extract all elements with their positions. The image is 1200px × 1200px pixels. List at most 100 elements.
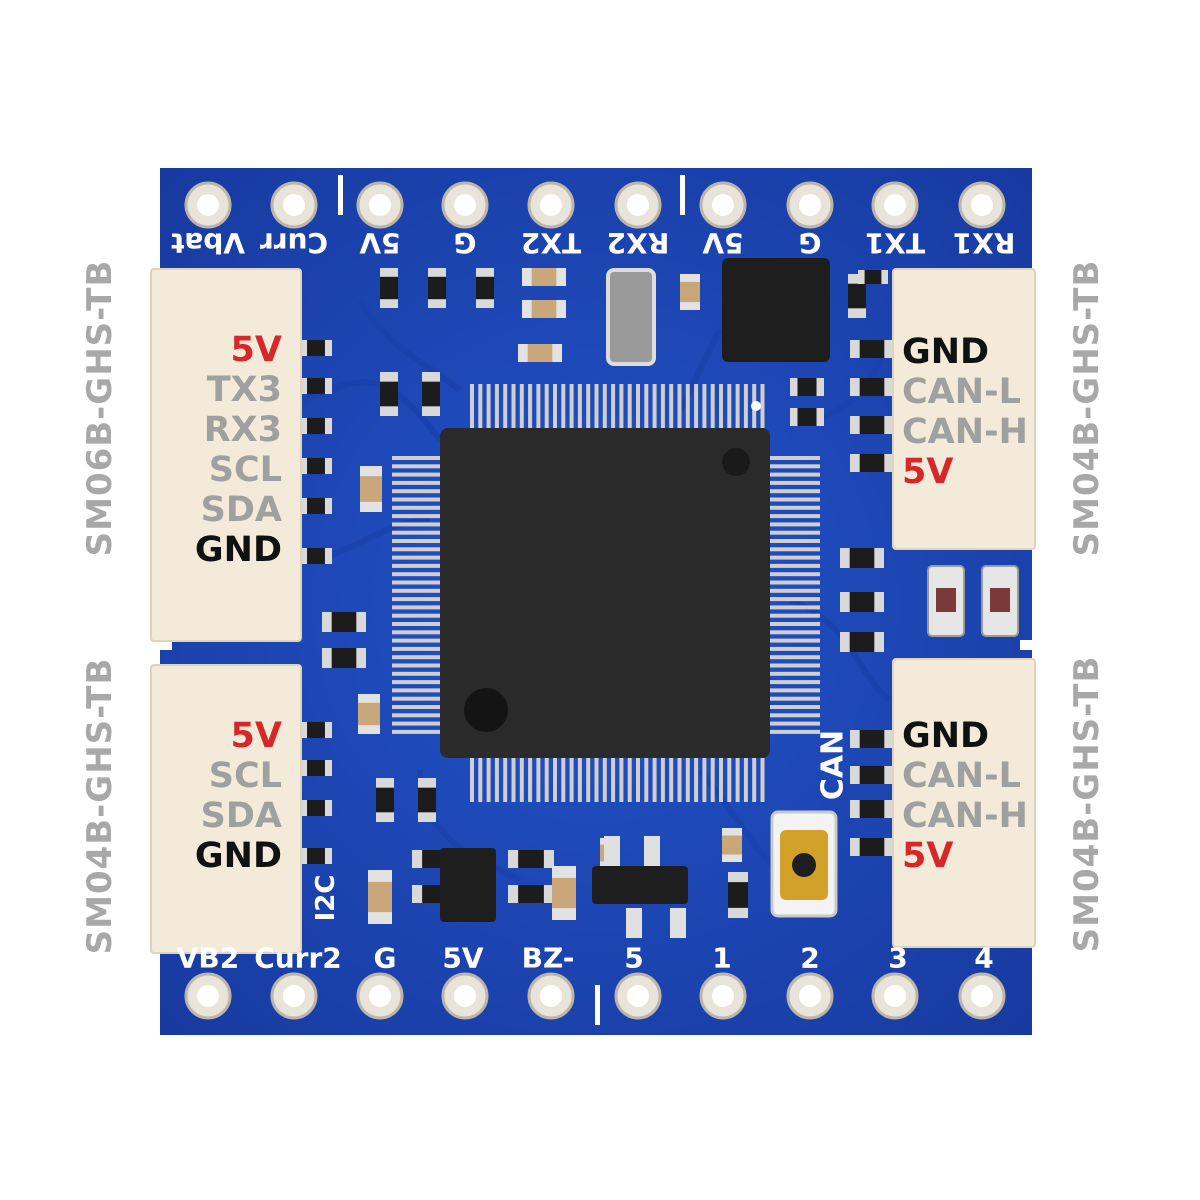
mcu-pin	[760, 758, 765, 802]
mcu-pin	[561, 384, 566, 428]
mcu-pin	[392, 514, 440, 519]
qfn-chip	[722, 258, 830, 362]
silk-divider	[680, 175, 685, 215]
smd-resistor	[840, 632, 884, 652]
smd-resistor	[850, 766, 894, 784]
mcu-body	[440, 428, 770, 758]
pin-label: GND	[902, 332, 990, 372]
smd-resistor	[300, 800, 332, 816]
mcu-pin	[392, 613, 440, 618]
header-hole	[627, 194, 649, 216]
mcu-pin	[544, 758, 549, 802]
mcu-pin	[770, 630, 820, 635]
pin-label: 5V	[902, 836, 954, 876]
pin-label: GND	[194, 530, 282, 570]
mcu-pin	[770, 622, 820, 626]
silk-bottom-0: VB2	[176, 941, 240, 975]
mcu-pin	[392, 505, 440, 510]
pin-label: SCL	[208, 756, 282, 796]
mcu-pin	[519, 758, 524, 802]
silk-top-6: 5V	[702, 226, 744, 260]
part-label-left-top: SM06B-GHS-TB	[80, 259, 120, 557]
crystal	[606, 268, 656, 366]
smd-resistor	[422, 372, 440, 416]
mcu-pin	[392, 663, 440, 668]
mcu-pin	[392, 729, 440, 734]
mcu-pin	[494, 384, 499, 428]
mcu-pin	[392, 630, 440, 635]
mcu-pin	[770, 464, 820, 469]
mcu-pin	[486, 758, 491, 802]
pin-label: CAN-H	[902, 796, 1028, 836]
header-hole	[712, 194, 734, 216]
mcu-pin	[770, 605, 820, 610]
mcu-pin	[660, 758, 665, 802]
mcu-pin	[392, 713, 440, 718]
header-hole	[540, 985, 562, 1007]
mcu-pin	[392, 472, 440, 477]
mcu-pin	[577, 758, 582, 802]
mcu-pin	[770, 563, 820, 568]
mcu-pin	[392, 696, 440, 701]
mcu-pin	[702, 758, 707, 802]
header-pads	[184, 181, 1006, 1020]
mcu-pin	[770, 588, 820, 593]
smd-capacitor	[552, 866, 576, 920]
mcu-pin	[392, 721, 440, 726]
mcu-pin	[392, 597, 440, 602]
part-label-left-bottom: SM04B-GHS-TB	[80, 657, 120, 955]
mcu-pin	[644, 758, 649, 802]
mcu-orientation-dot	[751, 401, 761, 411]
mcu-pin	[577, 384, 582, 428]
mcu-pin	[735, 758, 740, 802]
mcu-pin	[770, 646, 820, 651]
mcu-pin	[685, 758, 690, 802]
mcu-pin	[569, 758, 574, 802]
mcu-pin	[770, 522, 820, 527]
pin-label: GND	[902, 716, 990, 756]
smd-resistor	[790, 378, 824, 396]
mcu-pin	[710, 384, 715, 428]
mcu-pin	[392, 572, 440, 577]
smd-resistor	[300, 458, 332, 474]
mcu-pin	[770, 572, 820, 577]
mcu-pin	[770, 655, 820, 660]
smd-resistor	[300, 848, 332, 864]
smd-resistor	[508, 850, 554, 868]
mcu-pin	[770, 580, 820, 585]
mcu-pin	[503, 758, 508, 802]
mcu-pin	[392, 638, 440, 643]
smd-resistor	[380, 268, 398, 308]
smd-capacitor	[358, 694, 380, 734]
mcu-pin	[743, 384, 748, 428]
header-hole	[283, 194, 305, 216]
smd-resistor	[850, 340, 894, 358]
mcu-pin	[611, 758, 616, 802]
header-hole	[369, 985, 391, 1007]
smd-resistor	[428, 268, 446, 308]
mcu-pin	[770, 480, 820, 485]
mcu-pin	[392, 497, 440, 502]
part-label-right-top: SM04B-GHS-TB	[1067, 259, 1107, 557]
pin-label: 5V	[230, 716, 282, 756]
smd-resistor	[850, 838, 894, 856]
mcu-pin	[735, 384, 740, 428]
silk-top-0: Vbat	[171, 226, 245, 260]
pin-label: CAN-L	[902, 372, 1021, 412]
silk-divider	[595, 985, 600, 1025]
mcu-pin	[392, 464, 440, 469]
mcu-pin	[494, 758, 499, 802]
mcu-pin	[644, 384, 649, 428]
pin-label: TX3	[206, 370, 282, 410]
mcu-pin	[561, 758, 566, 802]
connector-left-bottom	[150, 664, 302, 954]
mcu-pin	[669, 758, 674, 802]
chip-lead	[644, 836, 660, 866]
silk-top-9: RX1	[952, 226, 1016, 260]
mcu-pin	[392, 705, 440, 709]
smd-resistor	[850, 454, 894, 472]
mcu-pin	[669, 384, 674, 428]
mcu-pin	[752, 758, 757, 802]
mcu-pin	[619, 758, 624, 802]
